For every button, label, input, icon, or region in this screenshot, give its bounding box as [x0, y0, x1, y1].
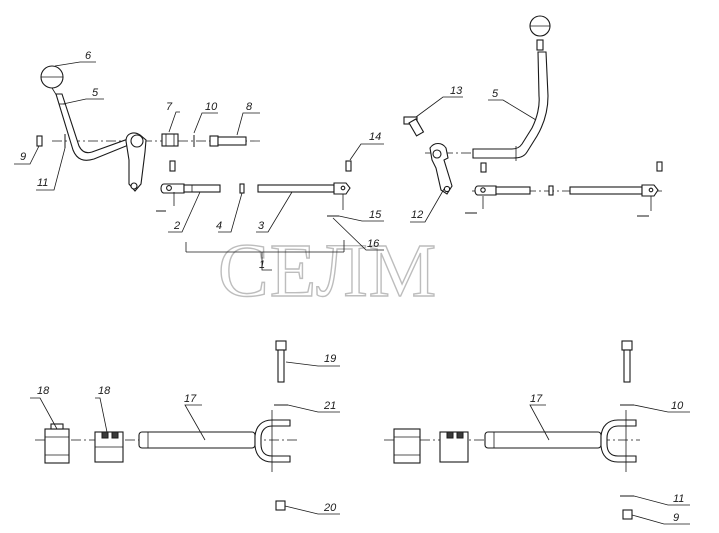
bracket-arm	[125, 132, 147, 192]
nut-part-9	[36, 135, 43, 147]
callout-13: 13	[450, 85, 463, 97]
callout-19: 19	[324, 353, 336, 365]
callout-5-right: 5	[492, 88, 499, 100]
callout-18-b: 18	[98, 385, 111, 397]
knob-right	[529, 15, 551, 51]
bracket-part-12	[429, 142, 453, 195]
callout-9-b: 9	[673, 512, 679, 524]
bolt-part-19	[275, 340, 287, 383]
nut-part-4	[239, 183, 245, 194]
bolt-right	[621, 340, 633, 383]
lever-part-5-left	[55, 93, 132, 161]
nut-right-a	[393, 428, 421, 464]
right-linkage-assembly	[403, 15, 665, 217]
callout-16: 16	[367, 238, 380, 250]
callout-12: 12	[411, 209, 423, 221]
rod-end-part-2	[160, 183, 221, 194]
callout-7: 7	[166, 101, 173, 113]
nut-part-9-b	[622, 509, 633, 520]
rod-end-right	[474, 185, 531, 196]
callout-20: 20	[323, 502, 337, 514]
callout-2: 2	[173, 220, 180, 232]
callout-10: 10	[205, 101, 218, 113]
nut-right-b	[439, 431, 469, 463]
pin-part-14	[345, 160, 352, 172]
callout-4: 4	[216, 220, 222, 232]
callout-3: 3	[258, 220, 265, 232]
bolt-part-8	[209, 135, 247, 147]
pin-part-left	[169, 160, 176, 172]
callout-6: 6	[85, 50, 92, 62]
callout-5-left: 5	[92, 87, 99, 99]
bolt-part-13	[403, 116, 425, 137]
callout-17-a: 17	[184, 393, 197, 405]
nut-right	[548, 185, 554, 196]
callout-labels: 6 5 7 10 8 9 11 2 4 3 1 14 15 16 13 5 12…	[20, 50, 684, 524]
lower-left-fork-assembly	[35, 340, 300, 511]
callout-15: 15	[369, 209, 382, 221]
rod-part-3	[257, 182, 351, 195]
fork-rod-part-17-a	[138, 410, 291, 472]
knob-part-6	[40, 65, 64, 97]
lower-right-fork-assembly	[384, 340, 640, 520]
fork-rod-part-17-b	[484, 410, 637, 472]
nut-part-18-a	[44, 423, 70, 464]
callout-11-b: 11	[673, 493, 684, 505]
watermark-logo: СЕЛМ	[218, 229, 437, 313]
callout-18-a: 18	[37, 385, 50, 397]
leader-lines	[14, 61, 690, 525]
callout-17-b: 17	[530, 393, 543, 405]
nut-part-20	[275, 500, 286, 511]
sleeve-part-7	[161, 133, 179, 147]
left-linkage-assembly	[36, 65, 352, 253]
nut-part-18-b	[94, 431, 124, 463]
lever-part-5-right	[472, 51, 549, 161]
callout-11: 11	[37, 177, 48, 189]
callout-8: 8	[246, 101, 253, 113]
callout-21: 21	[323, 400, 336, 412]
callout-10-b: 10	[671, 400, 684, 412]
pin-right	[480, 162, 487, 173]
callout-14: 14	[369, 131, 381, 143]
callout-9: 9	[20, 151, 26, 163]
rod-right	[569, 184, 659, 197]
callout-1: 1	[259, 259, 265, 271]
pin-right-far	[656, 161, 663, 172]
